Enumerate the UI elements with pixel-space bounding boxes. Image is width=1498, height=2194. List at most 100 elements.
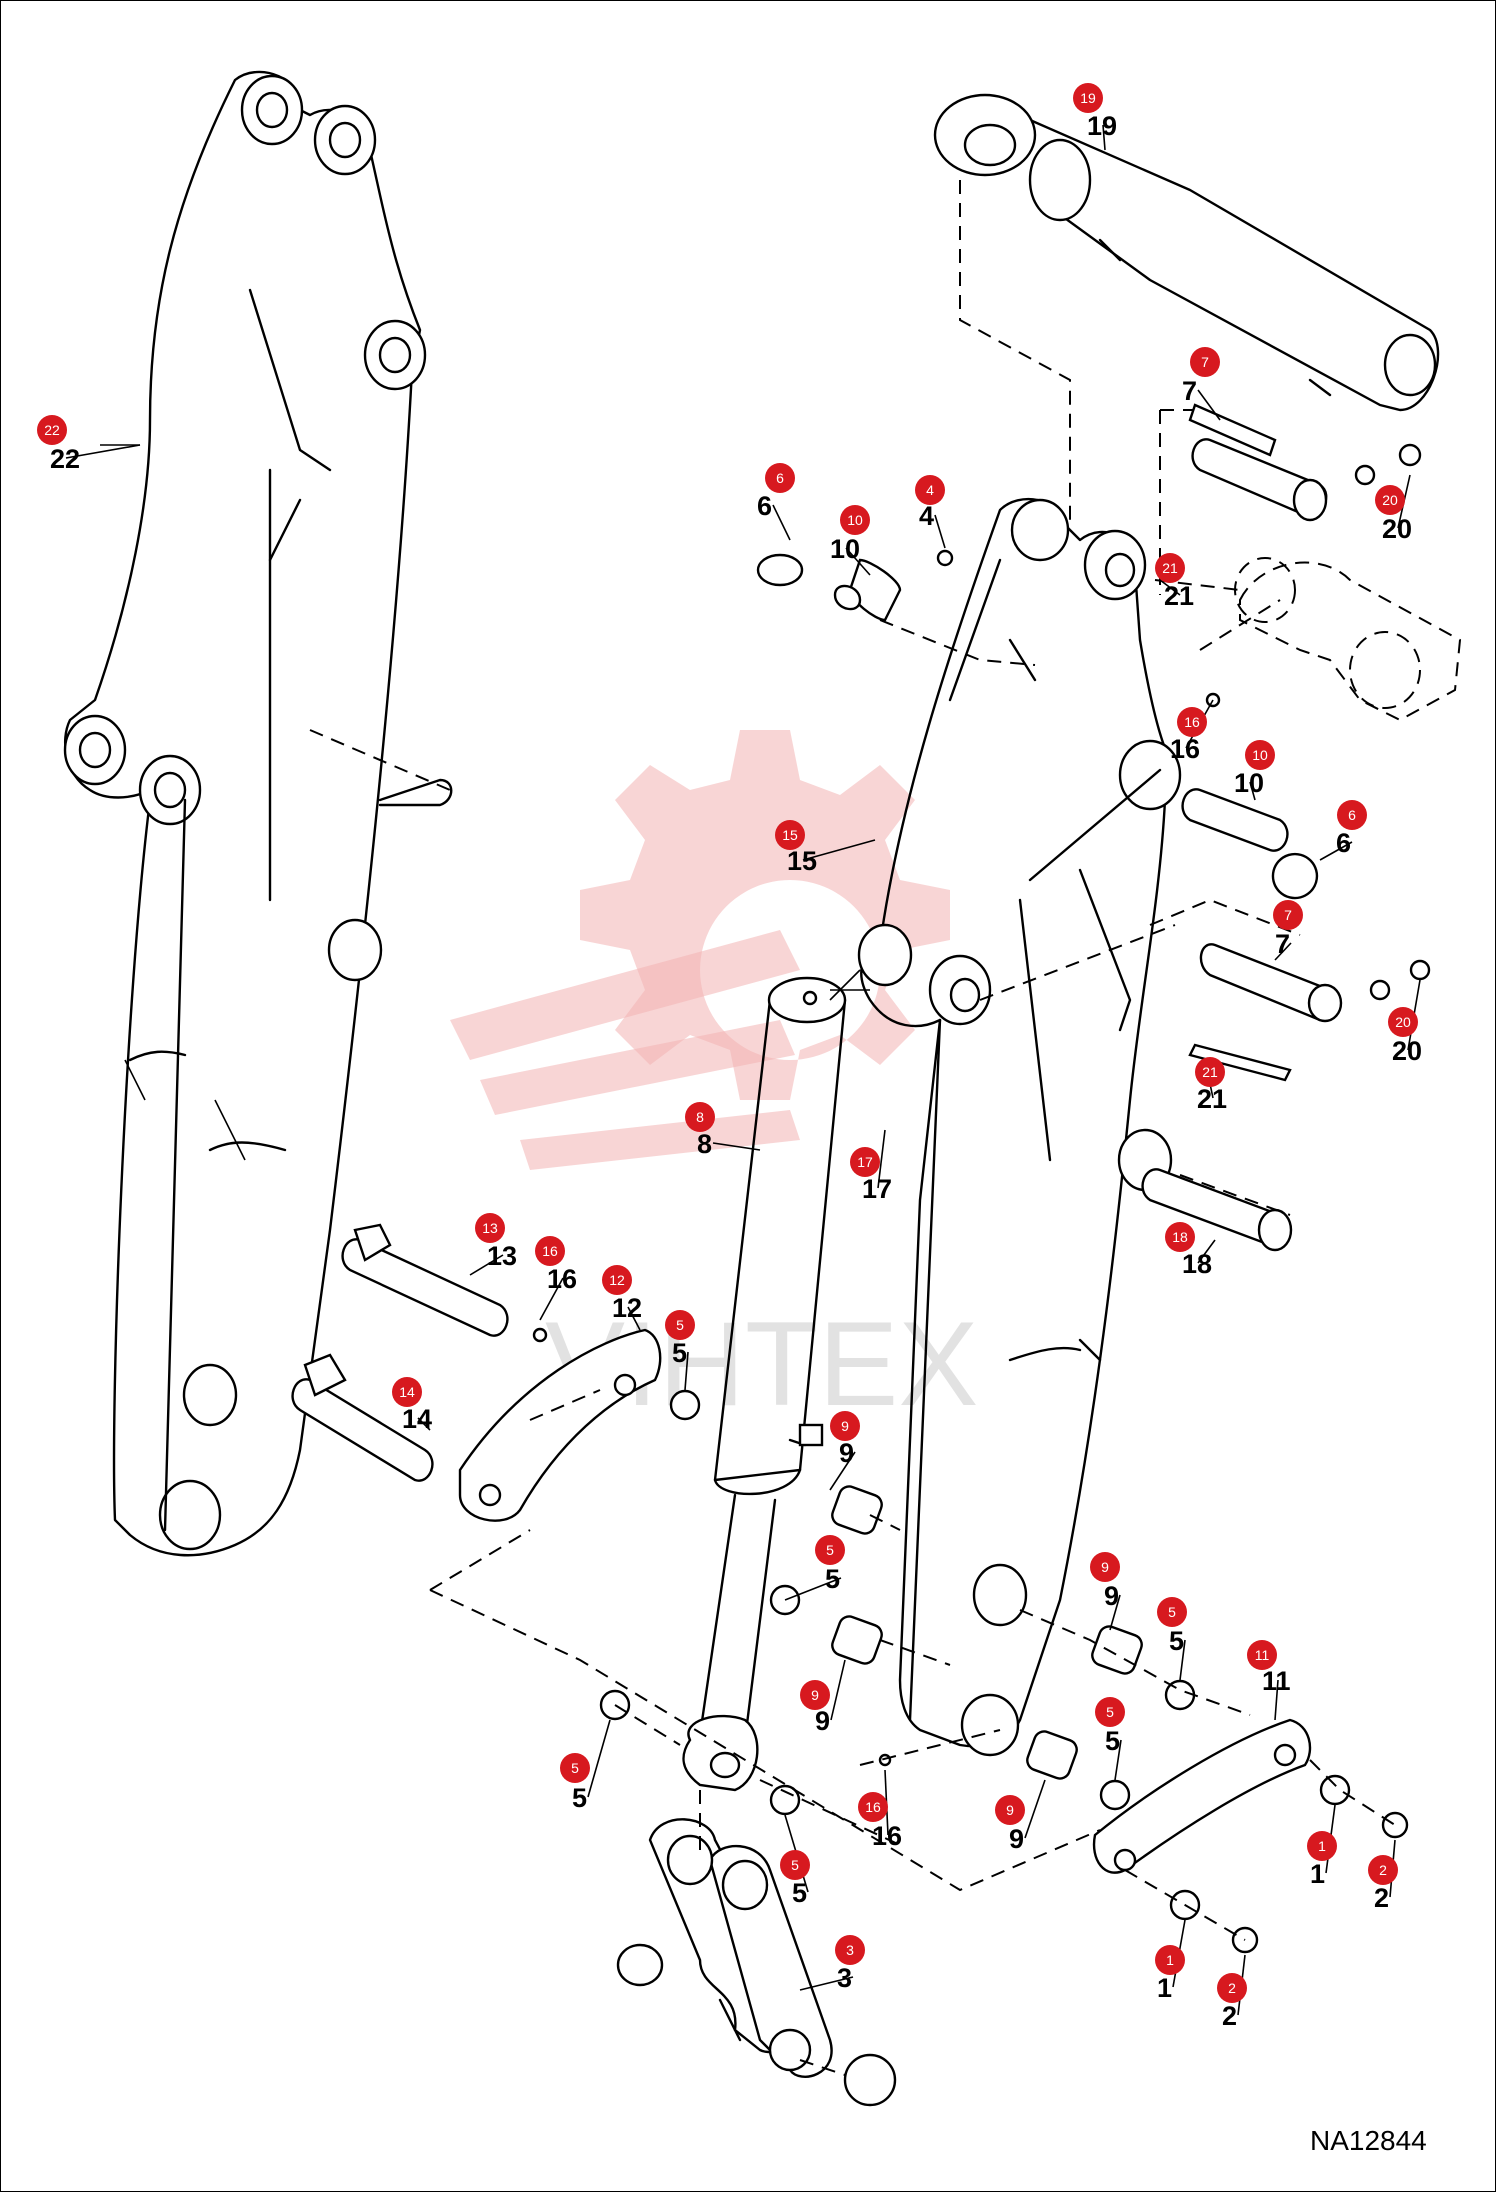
- callout-badge: [835, 1935, 865, 1965]
- callout-badge: [1273, 900, 1303, 930]
- callout-number: 1: [1310, 1859, 1325, 1889]
- callout-badge-text: 10: [847, 512, 863, 528]
- boom-assembly-right: [857, 497, 1182, 1757]
- leader-line: [1179, 1639, 1186, 1681]
- callout-badge-text: 5: [1168, 1604, 1176, 1620]
- callout-badge: [850, 1147, 880, 1177]
- callout-number: 6: [757, 491, 772, 521]
- leader-line: [1102, 124, 1106, 151]
- callout-5: 55: [560, 1719, 611, 1813]
- callout-5: 55: [665, 1310, 695, 1391]
- callout-number: 5: [792, 1878, 807, 1908]
- leader-line: [845, 547, 871, 576]
- callout-number: 19: [1087, 111, 1117, 141]
- callout-number: 15: [787, 846, 817, 876]
- callout-number: 12: [612, 1293, 642, 1323]
- callout-number: 9: [815, 1706, 830, 1736]
- callout-4: 44: [915, 475, 946, 549]
- callout-1: 11: [1307, 1804, 1337, 1889]
- callout-badge: [1190, 347, 1220, 377]
- leader-line: [799, 1976, 854, 1991]
- callout-badge-text: 4: [926, 482, 934, 498]
- callout-5: 55: [784, 1535, 845, 1601]
- callout-badge: [1157, 1597, 1187, 1627]
- leader-line: [712, 1142, 761, 1151]
- callout-badge-text: 9: [1006, 1802, 1014, 1818]
- callout-5: 55: [1095, 1697, 1125, 1781]
- callout-number: 5: [825, 1564, 840, 1594]
- callout-number: 6: [1336, 828, 1351, 858]
- callout-badge: [1375, 485, 1405, 515]
- callout-badge: [915, 475, 945, 505]
- callout-badge-text: 18: [1172, 1229, 1188, 1245]
- callout-badge: [800, 1680, 830, 1710]
- callout-badge-text: 16: [1184, 714, 1200, 730]
- callout-9: 99: [1090, 1552, 1121, 1631]
- callout-badge: [995, 1795, 1025, 1825]
- callout-badge-text: 17: [857, 1154, 873, 1170]
- callout-badge-text: 2: [1228, 1980, 1236, 1996]
- leader-line: [772, 504, 791, 541]
- callout-badge: [535, 1236, 565, 1266]
- callout-number: 3: [837, 1963, 852, 1993]
- callout-badge-text: 14: [399, 1384, 415, 1400]
- leader-line: [829, 1451, 856, 1491]
- callout-9: 99: [995, 1779, 1046, 1854]
- callout-badge-text: 16: [865, 1799, 881, 1815]
- callout-1: 11: [1155, 1919, 1186, 2003]
- callout-number: 13: [487, 1241, 517, 1271]
- callout-number: 16: [547, 1264, 577, 1294]
- callout-number: 18: [1182, 1249, 1212, 1279]
- callout-badge: [1195, 1057, 1225, 1087]
- callout-badge-text: 22: [44, 422, 60, 438]
- callout-badge: [815, 1535, 845, 1565]
- callout-7: 77: [1182, 347, 1221, 421]
- callout-9: 99: [800, 1659, 846, 1736]
- leader-line: [830, 1659, 846, 1721]
- callout-badge: [1307, 1831, 1337, 1861]
- leader-line: [469, 1254, 504, 1276]
- callout-badge: [1073, 83, 1103, 113]
- callout-number: 11: [1262, 1666, 1291, 1696]
- callout-number: 5: [672, 1338, 687, 1368]
- leader-line: [1274, 1679, 1279, 1721]
- callout-badge-text: 6: [1348, 807, 1356, 823]
- callout-badge: [37, 415, 67, 445]
- callout-number: 20: [1392, 1036, 1422, 1066]
- callout-number: 9: [1009, 1824, 1024, 1854]
- leader-line: [1159, 579, 1181, 596]
- callout-number: 10: [1234, 768, 1264, 798]
- leader-line: [1024, 1779, 1046, 1839]
- callout-number: 22: [50, 444, 80, 474]
- callout-number: 9: [1104, 1581, 1119, 1611]
- callout-6: 66: [1319, 800, 1367, 861]
- callout-number: 14: [402, 1404, 432, 1434]
- callout-badge-text: 12: [609, 1272, 625, 1288]
- callout-badge-text: 9: [1101, 1559, 1109, 1575]
- callout-badge: [602, 1265, 632, 1295]
- callout-5: 55: [780, 1814, 810, 1908]
- callout-badge: [392, 1377, 422, 1407]
- leader-line: [1109, 1594, 1121, 1631]
- callout-badge: [1337, 800, 1367, 830]
- callout-number: 10: [830, 534, 860, 564]
- callout-badge: [1177, 707, 1207, 737]
- callout-badge-text: 19: [1080, 90, 1096, 106]
- callout-badge-text: 11: [1255, 1647, 1270, 1663]
- leader-line: [684, 1351, 689, 1391]
- callout-badge: [1155, 553, 1185, 583]
- callout-badge: [765, 463, 795, 493]
- callout-2: 22: [1368, 1839, 1398, 1913]
- callout-badge: [665, 1310, 695, 1340]
- callout-badge-text: 9: [811, 1687, 819, 1703]
- callout-badge: [1165, 1222, 1195, 1252]
